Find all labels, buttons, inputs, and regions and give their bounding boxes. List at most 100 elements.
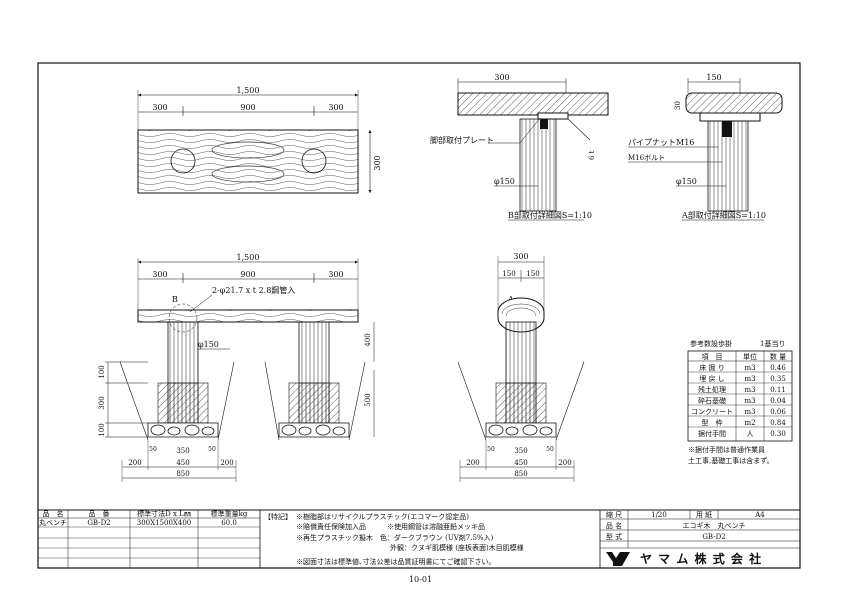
qty-header-item: 項 目 <box>702 353 723 361</box>
detail-b: 300 脚部取付プレート 6 t φ150 B部取付詳細図S=1:10 <box>430 73 609 221</box>
qty-cell-amount: 0.06 <box>770 408 786 416</box>
front-h-found: 500 <box>364 393 372 406</box>
front-stack-3: 100 <box>98 423 106 436</box>
qty-cell-item: 残土処理 <box>698 385 726 394</box>
remarks-line-4: 外観：クヌギ肌模様 (座板表面)木目肌模様 <box>390 543 524 552</box>
plan-dim-height: 300 <box>373 155 382 170</box>
side-bottom-tick-r: 50 <box>546 446 554 453</box>
page-code: 10-01 <box>408 575 433 584</box>
plan-view: 1,500 300 900 300 300 <box>137 86 382 194</box>
spec-cell-weight: 60.0 <box>221 519 237 527</box>
spec-header-code: 品 番 <box>89 510 110 518</box>
tb-name-label: 品 名 <box>606 521 622 530</box>
detail-a-dim-top: 150 <box>706 73 721 82</box>
front-bottom-side-l: 200 <box>128 459 141 467</box>
side-dim-half-2: 150 <box>526 270 539 278</box>
side-view: 300 150 150 A 350 50 50 200 450 200 850 <box>457 252 585 482</box>
tb-paper-value: A4 <box>754 511 765 519</box>
qty-cell-unit: m3 <box>744 408 755 416</box>
qty-header-unit: 単位 <box>743 352 757 361</box>
tb-model-label: 型 式 <box>606 532 622 541</box>
qty-cell-amount: 0.35 <box>770 375 786 383</box>
detail-a-dim-side: 30 <box>674 101 682 110</box>
remarks-label: 【特記】 <box>264 512 292 521</box>
qty-cell-unit: m3 <box>744 397 755 405</box>
qty-cell-unit: m3 <box>744 386 755 394</box>
front-bottom-outer: 850 <box>176 470 189 478</box>
qty-note-1: ※据付手間は普通作業員 <box>688 445 765 454</box>
side-bottom-mid: 450 <box>514 459 527 467</box>
side-bottom-outer: 850 <box>514 470 527 478</box>
company-logo-icon <box>606 552 630 566</box>
side-bottom-side-r: 200 <box>558 459 571 467</box>
detail-b-plate-t: 6 t <box>588 150 596 160</box>
plan-dim-overall: 1,500 <box>237 86 260 95</box>
remarks: 【特記】 ※樹脂部はリサイクルプラスチック(エコマーク認定品) ※賠償責任保険加… <box>264 510 601 568</box>
remarks-line-3: ※再生プラスチック擬木 色：ダークブラウン (UV剤7.5%入) <box>296 533 494 542</box>
front-bottom-mid: 450 <box>176 459 189 467</box>
qty-cell-amount: 0.84 <box>770 419 786 427</box>
title-block: 縮 尺 1/20 用 紙 A4 品 名 エコギ木 丸ベンチ 型 式 GB-D2 … <box>600 510 800 566</box>
tb-company: ヤ マ ム 株 式 会 社 <box>640 551 762 566</box>
qty-cell-unit: 人 <box>747 430 754 438</box>
front-pipe-note: 2-φ21.7 x t 2.8鋼管入 <box>212 285 295 295</box>
qty-title: 参考数設歩掛 <box>690 339 732 348</box>
tb-scale-value: 1/20 <box>651 511 667 519</box>
remarks-line-1: ※樹脂部はリサイクルプラスチック(エコマーク認定品) <box>296 512 469 521</box>
front-marker-b: B <box>172 295 178 304</box>
detail-a-pipe-label: φ150 <box>676 177 697 186</box>
side-bottom-side-l: 200 <box>466 459 479 467</box>
tb-paper-label: 用 紙 <box>696 510 712 519</box>
front-dim-center: 900 <box>240 270 255 279</box>
front-bottom-tick-r: 50 <box>208 446 216 453</box>
front-bottom-inner: 350 <box>176 447 189 455</box>
side-bottom-inner: 350 <box>514 447 527 455</box>
qty-header-amount: 数 量 <box>770 352 786 361</box>
qty-note-2: 土工事,基礎工事は含まず。 <box>688 456 774 465</box>
detail-a-nut-label: パイプナットM16 <box>628 138 694 147</box>
front-view: 1,500 300 900 300 2-φ21.7 x t 2.8鋼管入 B φ… <box>98 253 375 482</box>
front-bottom-tick-l: 50 <box>149 446 157 453</box>
qty-cell-amount: 0.04 <box>770 397 786 405</box>
spec-header-size: 標準寸法D x L㎜ <box>137 509 191 518</box>
qty-unit-note: 1基当り <box>760 339 785 348</box>
detail-a-title: A部取付詳細図S=1:10 <box>681 210 766 220</box>
qty-cell-amount: 0.30 <box>770 430 786 438</box>
remarks-line-5: ※図面寸法は標準値､寸法公差は品質証明書にてご確認下さい｡ <box>296 557 492 566</box>
tb-scale-label: 縮 尺 <box>606 510 622 519</box>
detail-b-seat <box>457 92 609 116</box>
qty-cell-unit: m2 <box>744 419 755 427</box>
qty-cell-item: 型 枠 <box>702 418 723 427</box>
plan-dim-left: 300 <box>152 103 167 112</box>
detail-a-seat <box>685 92 783 114</box>
front-dim-left: 300 <box>152 270 167 279</box>
front-stack-2: 300 <box>98 396 106 409</box>
seat-plank-front <box>137 309 359 323</box>
side-dim-top: 300 <box>513 252 528 261</box>
front-dim-right: 300 <box>328 270 343 279</box>
detail-b-plate-label: 脚部取付プレート <box>430 135 494 145</box>
spec-cell-size: 300X1500X400 <box>137 519 192 527</box>
qty-cell-item: 据付手間 <box>698 429 726 438</box>
qty-cell-item: 砕石基礎 <box>698 396 726 405</box>
qty-cell-item: コンクリート <box>691 408 733 416</box>
detail-b-dim-top: 300 <box>494 73 509 82</box>
qty-cell-item: 埋 戻 し <box>699 374 724 383</box>
side-bottom-tick-l: 50 <box>487 446 495 453</box>
tb-name-value: エコギ木 丸ベンチ <box>683 521 746 530</box>
qty-cell-unit: m3 <box>744 364 755 372</box>
qty-cell-item: 床 掘 り <box>699 363 724 372</box>
detail-a: 150 30 パイプナットM16 M16ボルト φ150 A部取付詳細図S=1:… <box>628 73 783 221</box>
sheet-border <box>37 62 801 569</box>
seat-plank-plan <box>137 129 359 194</box>
plan-dim-center: 900 <box>240 103 255 112</box>
remarks-line-2: ※賠償責任保険加入品 ※使用鋼管は溶融亜鉛メッキ品 <box>296 522 485 531</box>
spec-header-weight: 標準重量kg <box>211 509 248 518</box>
side-dim-half-1: 150 <box>502 270 515 278</box>
front-h-total: 400 <box>364 333 372 346</box>
spec-header-name: 品 名 <box>43 509 64 518</box>
spec-cell-code: GB-D2 <box>87 519 110 527</box>
detail-b-title: B部取付詳細図S=1:10 <box>508 210 592 220</box>
